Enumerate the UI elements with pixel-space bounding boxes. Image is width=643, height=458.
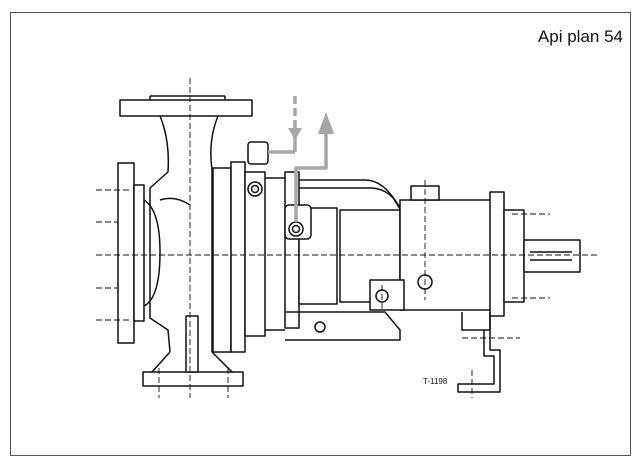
outlet-flow-line: [294, 132, 328, 222]
diagram-title: Api plan 54: [537, 27, 623, 46]
pump-casing: [149, 115, 285, 353]
suction-flange: [117, 162, 161, 344]
pump-foot: [142, 315, 244, 387]
support-leg: [457, 316, 501, 393]
pump-shaft: [523, 239, 581, 273]
flow-arrow-heads: [288, 112, 334, 140]
outlet-arrow-head: [318, 112, 334, 134]
inlet-arrow-head: [288, 128, 302, 140]
discharge-flange: [119, 95, 253, 117]
center-lines: [96, 78, 600, 398]
flow-piping: [268, 96, 328, 222]
reference-code: T-1198: [423, 377, 448, 386]
